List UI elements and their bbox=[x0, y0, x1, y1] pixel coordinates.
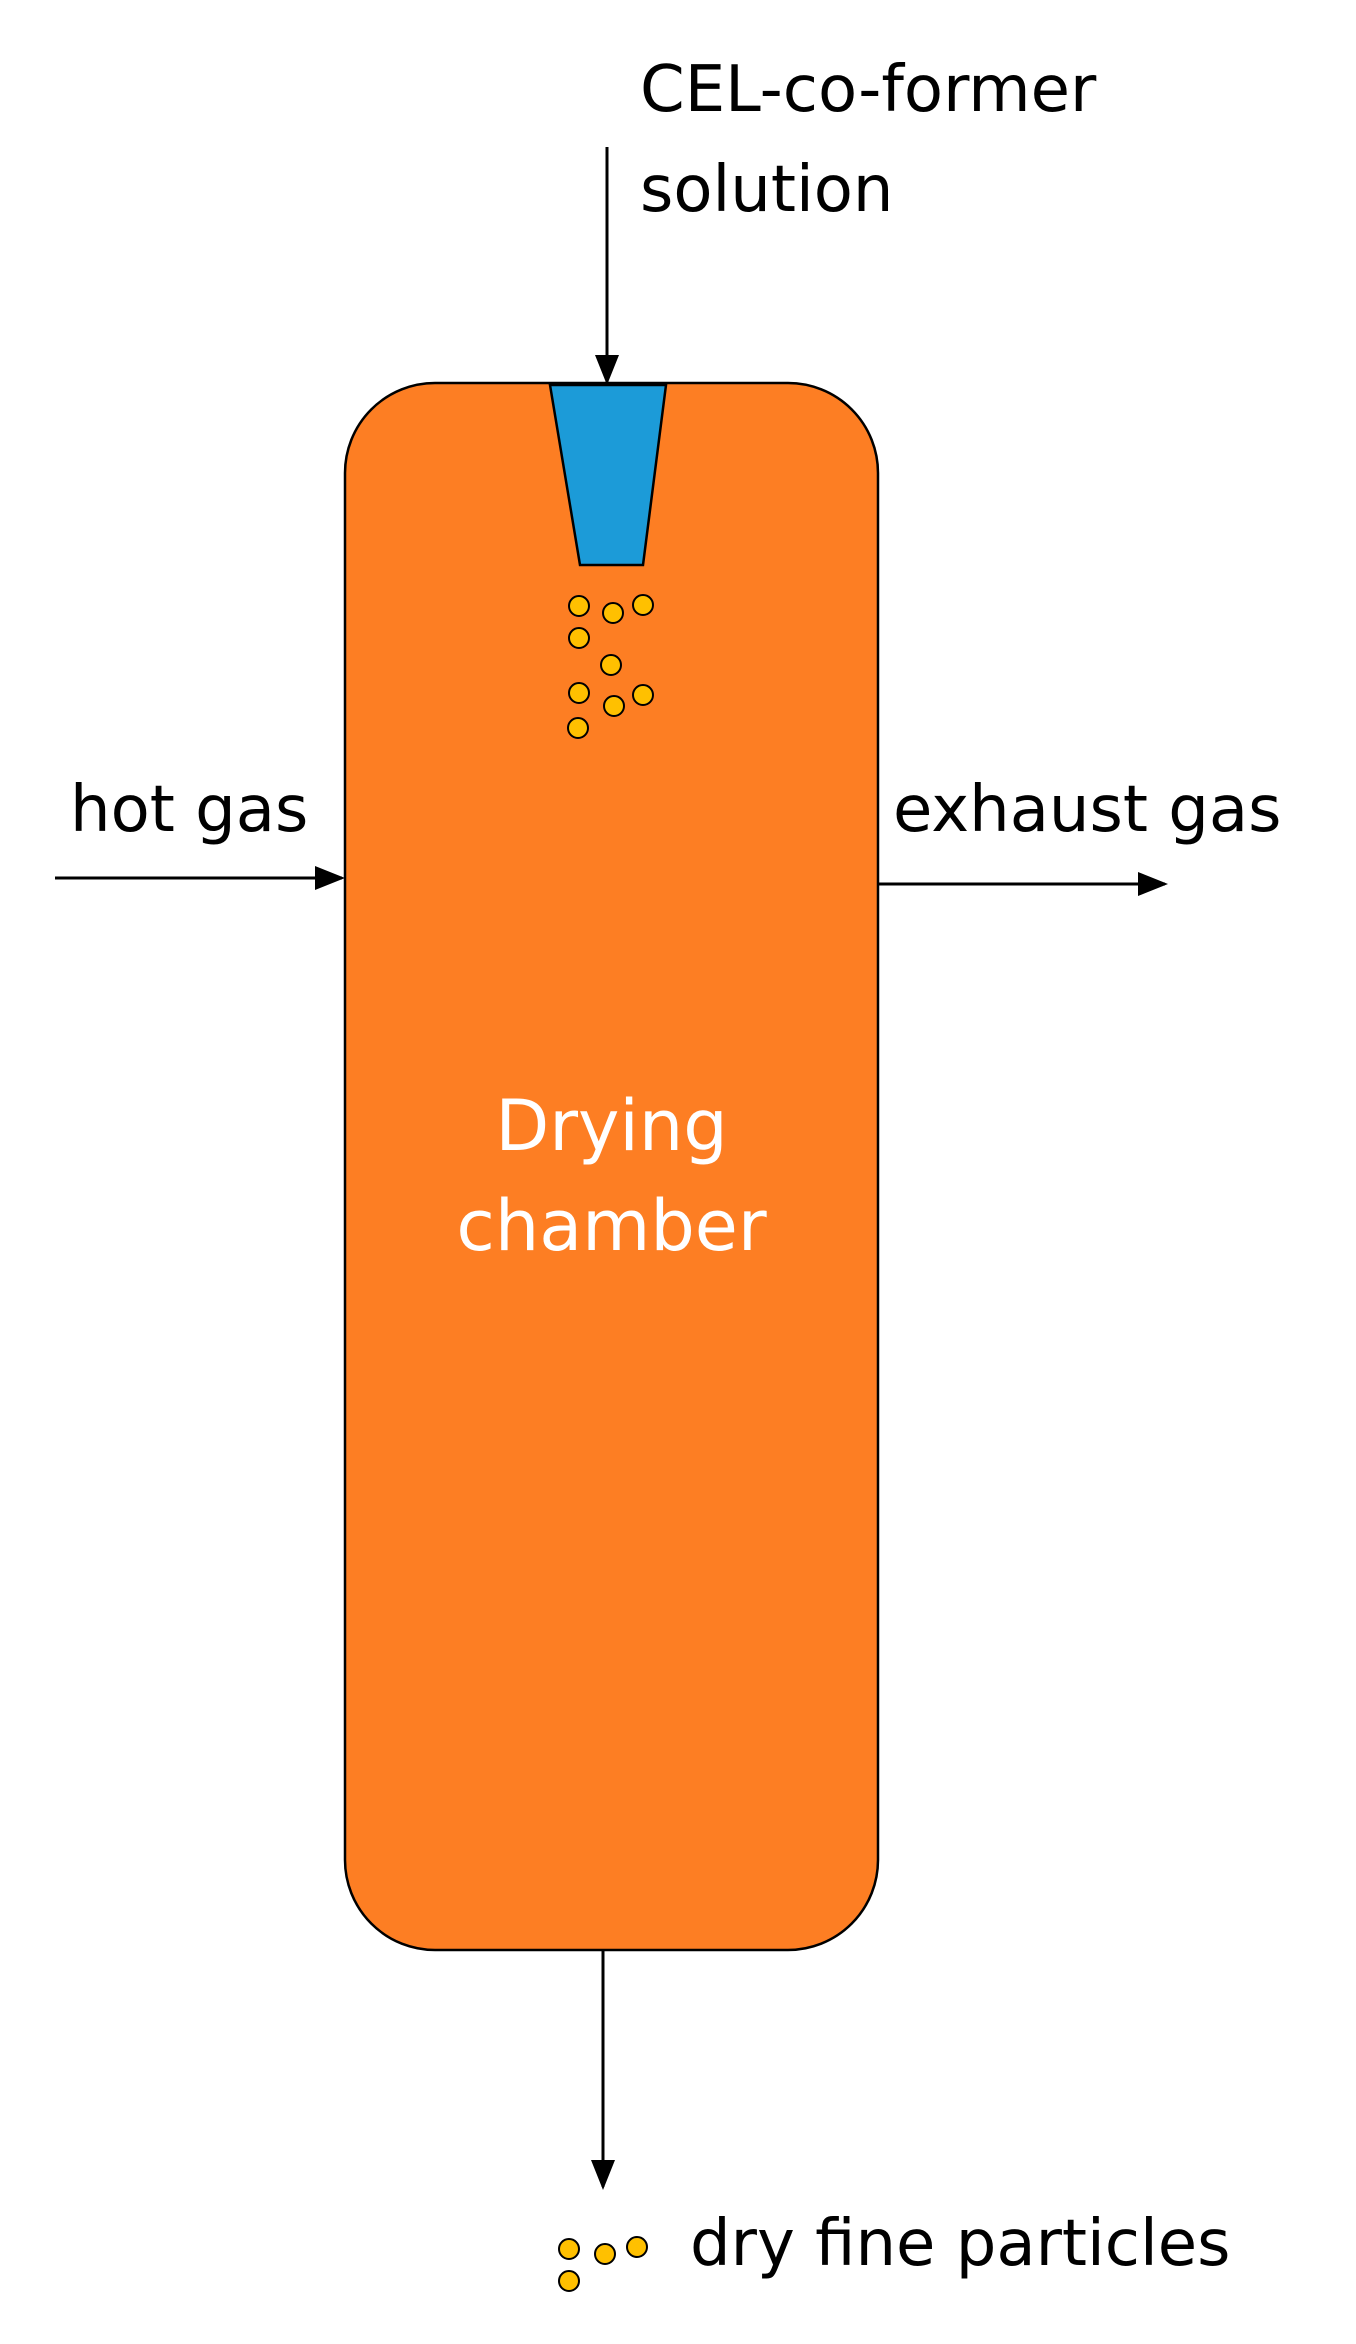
spray-droplets bbox=[567, 594, 654, 739]
particle bbox=[558, 2270, 580, 2292]
droplet bbox=[602, 602, 624, 624]
droplet bbox=[603, 695, 625, 717]
droplet bbox=[600, 654, 622, 676]
droplet bbox=[632, 594, 654, 616]
droplet bbox=[568, 682, 590, 704]
droplet bbox=[568, 595, 590, 617]
hot-gas-label: hot gas bbox=[70, 773, 309, 847]
droplet bbox=[632, 684, 654, 706]
product-particles-icon bbox=[558, 2236, 648, 2292]
product-label: dry fine particles bbox=[690, 2207, 1231, 2281]
chamber-label-line2: chamber bbox=[456, 1185, 767, 1267]
particle bbox=[558, 2238, 580, 2260]
droplet bbox=[567, 717, 589, 739]
particle bbox=[626, 2236, 648, 2258]
chamber-label-line1: Drying bbox=[495, 1085, 728, 1167]
feed-label-line2: solution bbox=[640, 153, 894, 227]
particle bbox=[594, 2243, 616, 2265]
atomizer-nozzle bbox=[548, 383, 668, 567]
droplet bbox=[568, 627, 590, 649]
feed-label-line1: CEL-co-former bbox=[640, 53, 1097, 127]
exhaust-gas-label: exhaust gas bbox=[893, 773, 1282, 847]
